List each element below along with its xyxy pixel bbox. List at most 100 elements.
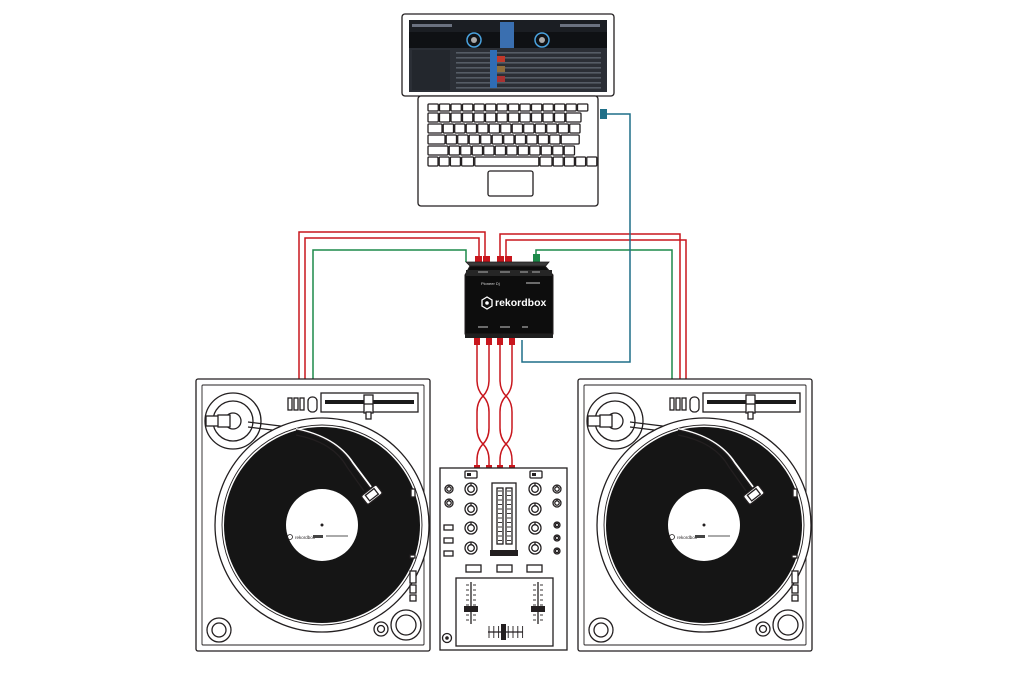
- laptop-trackpad: [487, 170, 534, 197]
- mixer-knobs: [444, 482, 562, 555]
- keyboard-key: [539, 156, 553, 167]
- mixer-knob-icon: [464, 521, 478, 535]
- keyboard-key: [514, 134, 527, 145]
- keyboard-key: [460, 145, 472, 156]
- keyboard-key: [529, 145, 541, 156]
- cables: [298, 109, 687, 471]
- dj-mixer: [439, 467, 568, 651]
- keyboard-key: [540, 145, 553, 156]
- keyboard-key: [465, 123, 478, 134]
- turntable-right: rekordbox: [577, 378, 813, 652]
- keyboard-key: [468, 134, 481, 145]
- keyboard-key: [496, 112, 508, 123]
- mixer-knob-icon: [528, 502, 542, 516]
- keyboard-key: [491, 134, 504, 145]
- keyboard-key: [519, 112, 531, 123]
- keyboard-key: [438, 103, 451, 112]
- keyboard-key: [517, 145, 530, 156]
- rekordbox-logo-icon: [481, 296, 493, 310]
- keyboard-key: [500, 123, 512, 134]
- mixer-knob-icon: [464, 541, 478, 555]
- keyboard-key: [494, 145, 507, 156]
- mixer-cue-buttons: [465, 564, 543, 573]
- keyboard-key: [445, 134, 458, 145]
- keyboard-key: [438, 156, 450, 167]
- cable-usb: [521, 113, 631, 363]
- interface-product-label: rekordbox: [495, 297, 547, 309]
- keyboard-key: [427, 103, 439, 112]
- keyboard-key: [460, 156, 475, 167]
- keyboard-key: [553, 103, 566, 112]
- keyboard-spacebar: [474, 156, 540, 167]
- turntable-left: rekordbox: [195, 378, 431, 652]
- keyboard-key: [450, 103, 462, 112]
- keyboard-key: [553, 112, 566, 123]
- keyboard-key: [427, 112, 439, 123]
- keyboard-key: [454, 123, 466, 134]
- mixer-knob-icon: [553, 534, 561, 542]
- keyboard-key: [457, 134, 469, 145]
- keyboard-key: [449, 156, 462, 167]
- keyboard-key: [574, 156, 587, 167]
- keyboard-key: [461, 103, 474, 112]
- mixer-knob-icon: [553, 547, 561, 555]
- keyboard-key: [473, 112, 485, 123]
- keyboard-key: [506, 145, 518, 156]
- keyboard-key: [526, 134, 538, 145]
- cable-interface-to-mixer: [476, 340, 513, 468]
- mixer-knob-icon: [552, 498, 562, 508]
- keyboard-key: [427, 134, 446, 145]
- mixer-crossfader: [488, 624, 524, 640]
- mixer-knob-icon: [464, 502, 478, 516]
- keyboard-key: [530, 112, 543, 123]
- keyboard-key: [503, 134, 515, 145]
- keyboard-key: [442, 123, 455, 134]
- mixer-level-meter: [490, 482, 518, 556]
- keyboard-key: [427, 156, 439, 167]
- turntable-left-label: rekordbox: [295, 535, 316, 540]
- keyboard-key: [427, 145, 449, 156]
- mixer-channel-fader-left: [464, 582, 478, 624]
- turntable-right-label: rekordbox: [677, 535, 698, 540]
- mixer-side-buttons: [443, 524, 454, 557]
- keyboard-key: [565, 112, 582, 123]
- keyboard-key: [537, 134, 550, 145]
- mixer-knob-icon: [464, 482, 478, 496]
- keyboard-key: [507, 112, 520, 123]
- keyboard-key: [549, 134, 561, 145]
- keyboard-key: [461, 112, 474, 123]
- software-screen-ui: [409, 20, 607, 90]
- usb-plug: [600, 109, 607, 119]
- mixer-knob-icon: [553, 521, 561, 529]
- mixer-knob-icon: [528, 482, 542, 496]
- laptop: [401, 13, 615, 207]
- cable-left-deck-phono-red: [298, 231, 486, 384]
- keyboard-key: [542, 103, 554, 112]
- keyboard-key: [552, 145, 564, 156]
- keyboard-key: [563, 145, 576, 156]
- keyboard-key: [560, 134, 580, 145]
- keyboard-key: [496, 103, 508, 112]
- keyboard-key: [448, 145, 461, 156]
- keyboard-key: [427, 123, 443, 134]
- keyboard-key: [576, 103, 589, 112]
- keyboard-key: [523, 123, 535, 134]
- laptop-keyboard: [427, 103, 598, 167]
- keyboard-key: [480, 134, 492, 145]
- keyboard-key: [530, 103, 543, 112]
- cable-right-deck-phono-red: [499, 233, 687, 384]
- keyboard-key: [484, 112, 497, 123]
- keyboard-key: [557, 123, 570, 134]
- mixer-knob-icon: [528, 521, 542, 535]
- keyboard-key: [488, 123, 501, 134]
- keyboard-key: [534, 123, 547, 134]
- keyboard-key: [542, 112, 554, 123]
- keyboard-key: [438, 112, 451, 123]
- mixer-knob-icon: [552, 484, 562, 494]
- mixer-knob-icon: [444, 498, 454, 508]
- keyboard-key: [484, 103, 497, 112]
- keyboard-key: [519, 103, 531, 112]
- keyboard-key: [563, 156, 576, 167]
- mixer-knob-icon: [444, 484, 454, 494]
